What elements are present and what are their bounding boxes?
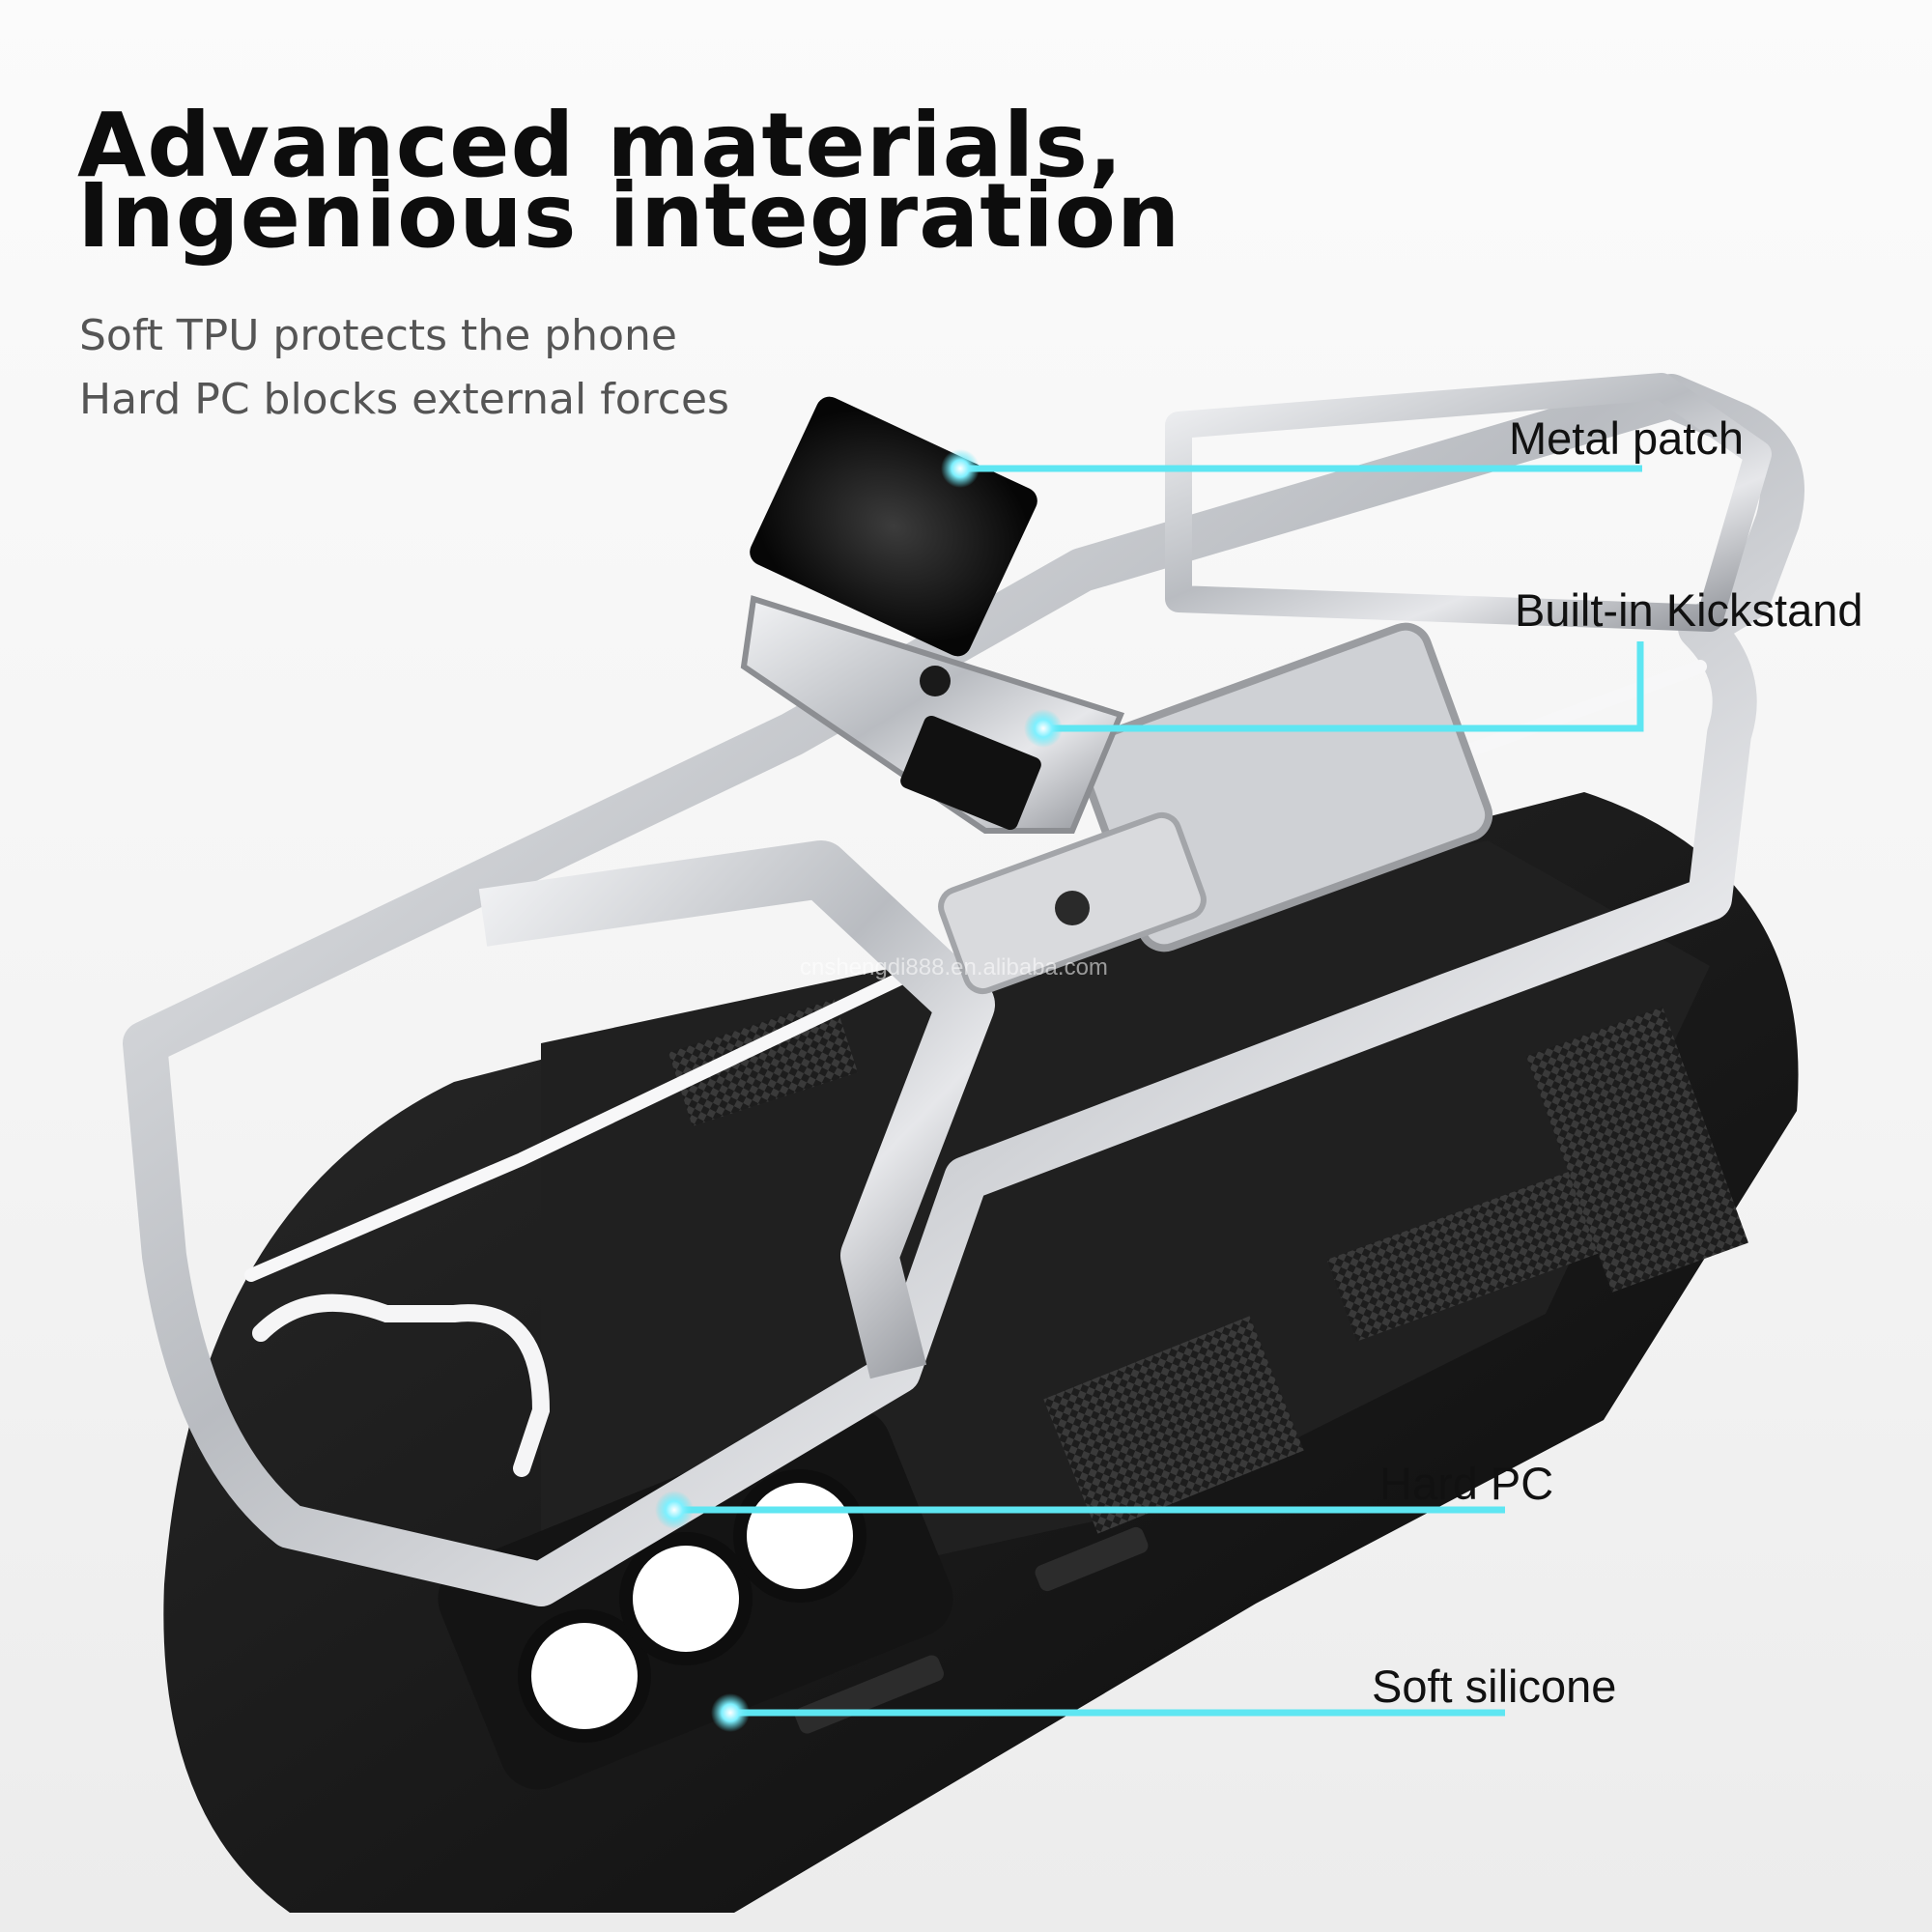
subheadline-line-2: Hard PC blocks external forces bbox=[79, 375, 729, 424]
carbon-pad-2 bbox=[1326, 1160, 1630, 1342]
callout-dots bbox=[655, 449, 1063, 1732]
camera-lens-3 bbox=[733, 1469, 867, 1603]
watermark-text: cnshengdi888.en.alibaba.com bbox=[800, 954, 1108, 980]
callout-kickstand: Built-in Kickstand bbox=[1515, 584, 1863, 636]
subheadline-line-1: Soft TPU protects the phone bbox=[79, 311, 677, 360]
carbon-pad-4 bbox=[1526, 1007, 1748, 1293]
headline-line-2: Ingenious integration bbox=[77, 164, 1181, 268]
kickstand-black-plate bbox=[900, 715, 1041, 831]
dot-kickstand bbox=[1024, 709, 1063, 748]
callout-hard-pc: Hard PC bbox=[1379, 1458, 1554, 1509]
dot-metal-patch bbox=[941, 449, 980, 488]
carbon-pad-1 bbox=[668, 999, 858, 1126]
camera-lens-2 bbox=[619, 1532, 753, 1665]
kickstand-screw bbox=[920, 666, 951, 696]
callout-metal-patch: Metal patch bbox=[1509, 412, 1744, 464]
kickstand-assembly bbox=[740, 373, 1772, 834]
frame-outer bbox=[123, 374, 1804, 1606]
frame-cross-brace bbox=[478, 840, 995, 1379]
frame-lens-cutout bbox=[252, 1293, 551, 1477]
carbon-pad-3 bbox=[1043, 1316, 1304, 1534]
kickstand-arm bbox=[1165, 373, 1772, 632]
side-button-1 bbox=[1035, 1526, 1149, 1592]
silver-hard-pc-frame bbox=[123, 374, 1804, 1606]
headline-line-1: Advanced materials, bbox=[77, 94, 1123, 197]
frame-screw bbox=[1055, 891, 1090, 925]
camera-lens-1 bbox=[518, 1609, 651, 1743]
camera-module bbox=[438, 1407, 953, 1790]
leader-kickstand bbox=[1043, 641, 1644, 732]
callout-soft-silicone: Soft silicone bbox=[1372, 1661, 1617, 1712]
dot-soft-silicone bbox=[711, 1693, 750, 1732]
dot-hard-pc bbox=[655, 1491, 694, 1529]
callout-leaders bbox=[674, 465, 1644, 1717]
